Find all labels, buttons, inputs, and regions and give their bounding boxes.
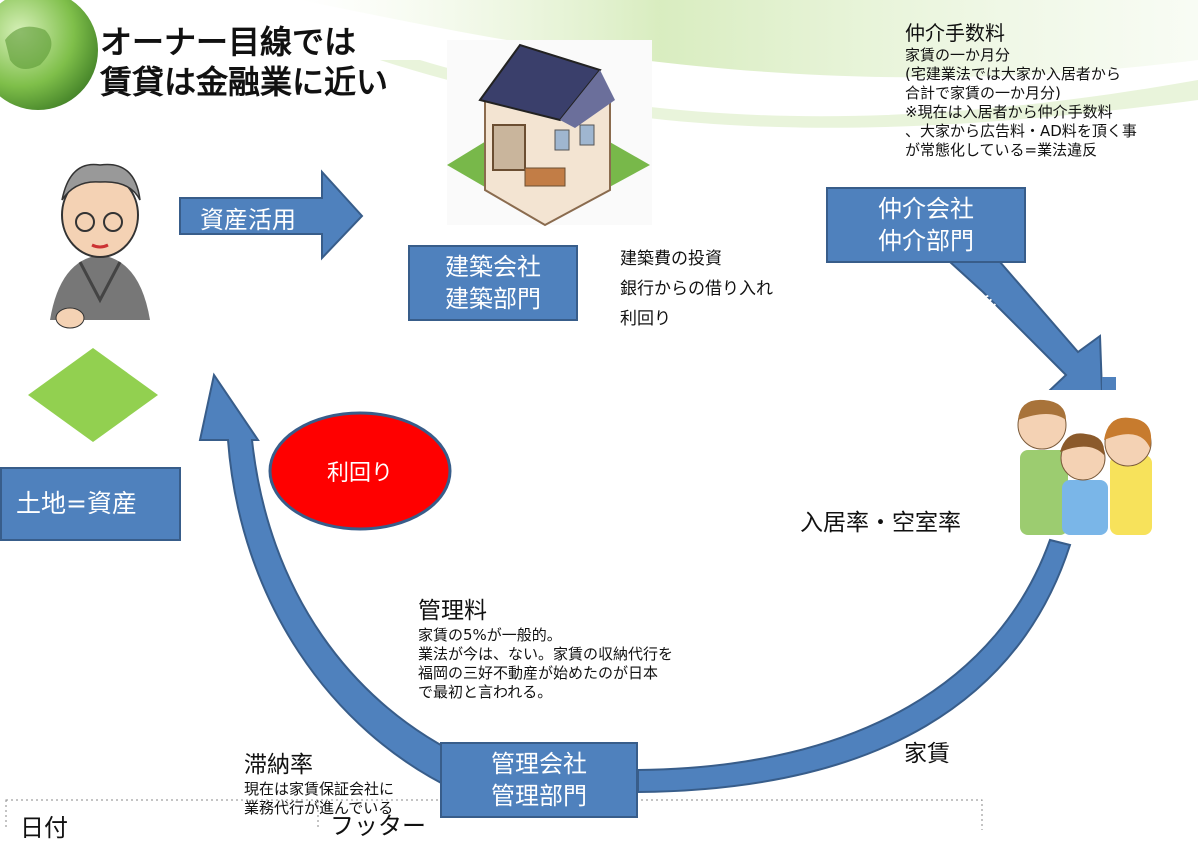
broker-fee-heading: 仲介手数料	[905, 21, 1005, 45]
delinquency-heading: 滞納率	[244, 752, 313, 778]
management-fee-notes: 管理料 家賃の5%が一般的。 業法が今は、ない。家賃の収納代行を 福岡の三好不動…	[418, 596, 673, 702]
broker-fee-line: 、大家から広告料・AD料を頂く事	[905, 122, 1137, 140]
construction-note: 建築費の投資	[620, 249, 722, 269]
yield-label: 利回り	[326, 461, 393, 486]
land-asset-box: 土地=資産	[0, 467, 181, 541]
asset-use-label: 資産活用	[200, 206, 296, 234]
broker-line-1: 仲介会社	[878, 195, 974, 223]
construction-line-1: 建築会社	[445, 253, 541, 281]
broker-fee-line: が常態化している=業法違反	[905, 141, 1098, 159]
house-icon	[447, 40, 652, 227]
broker-fee-line: ※現在は入居者から仲介手数料	[905, 103, 1113, 121]
broker-fee-line: (宅建業法では大家か入居者から	[905, 65, 1121, 83]
broker-line-2: 仲介部門	[878, 227, 974, 255]
yield-circle	[268, 411, 452, 531]
construction-line-2: 建築部門	[445, 285, 541, 313]
footer-date-placeholder: 日付	[20, 814, 68, 842]
broker-fee-line: 合計で家賃の一か月分)	[905, 84, 1061, 102]
management-fee-line: で最初と言われる。	[418, 683, 553, 701]
management-company-box: 管理会社 管理部門	[440, 742, 638, 818]
footer-frame	[5, 799, 983, 830]
management-fee-line: 福岡の三好不動産が始めたのが日本	[418, 664, 659, 682]
footer-text-placeholder: フッター	[330, 812, 426, 840]
management-fee-heading: 管理料	[418, 598, 487, 624]
owner-person-icon	[30, 160, 165, 340]
broker-fee-notes: 仲介手数料 家賃の一か月分 (宅建業法では大家か入居者から 合計で家賃の一か月分…	[905, 20, 1137, 160]
construction-company-box: 建築会社 建築部門	[408, 245, 578, 321]
globe-icon	[0, 0, 98, 110]
occupancy-label: 入居率・空室率	[800, 510, 961, 536]
header-swoosh	[300, 0, 1198, 78]
rent-label: 家賃	[904, 741, 950, 767]
family-icon	[1008, 390, 1158, 540]
broker-company-box: 仲介会社 仲介部門	[826, 187, 1026, 263]
management-fee-line: 家賃の5%が一般的。	[418, 626, 562, 644]
asset-use-arrow	[179, 169, 364, 261]
management-line-2: 管理部門	[491, 782, 587, 810]
management-line-1: 管理会社	[491, 750, 587, 778]
land-diamond	[28, 348, 158, 442]
broker-fee-line: 家賃の一か月分	[905, 46, 1011, 64]
title-line-1: オーナー目線では	[100, 23, 357, 61]
construction-note: 銀行からの借り入れ	[620, 279, 773, 299]
construction-note: 利回り	[620, 309, 671, 329]
page-title: オーナー目線では 賃貸は金融業に近い	[100, 22, 388, 102]
title-line-2: 賃貸は金融業に近い	[100, 63, 389, 101]
construction-notes: 建築費の投資 銀行からの借り入れ 利回り	[620, 244, 773, 334]
rent-arrow	[637, 538, 1072, 794]
delinquency-notes: 滞納率 現在は家賃保証会社に 業務代行が進んでいる	[244, 750, 394, 818]
land-label: 土地=資産	[16, 489, 137, 518]
management-fee-line: 業法が今は、ない。家賃の収納代行を	[418, 645, 674, 663]
header-swoosh-2	[380, 60, 1198, 128]
delinquency-line: 現在は家賃保証会社に	[244, 780, 395, 798]
delinquency-line: 業務代行が進んでいる	[244, 799, 394, 817]
